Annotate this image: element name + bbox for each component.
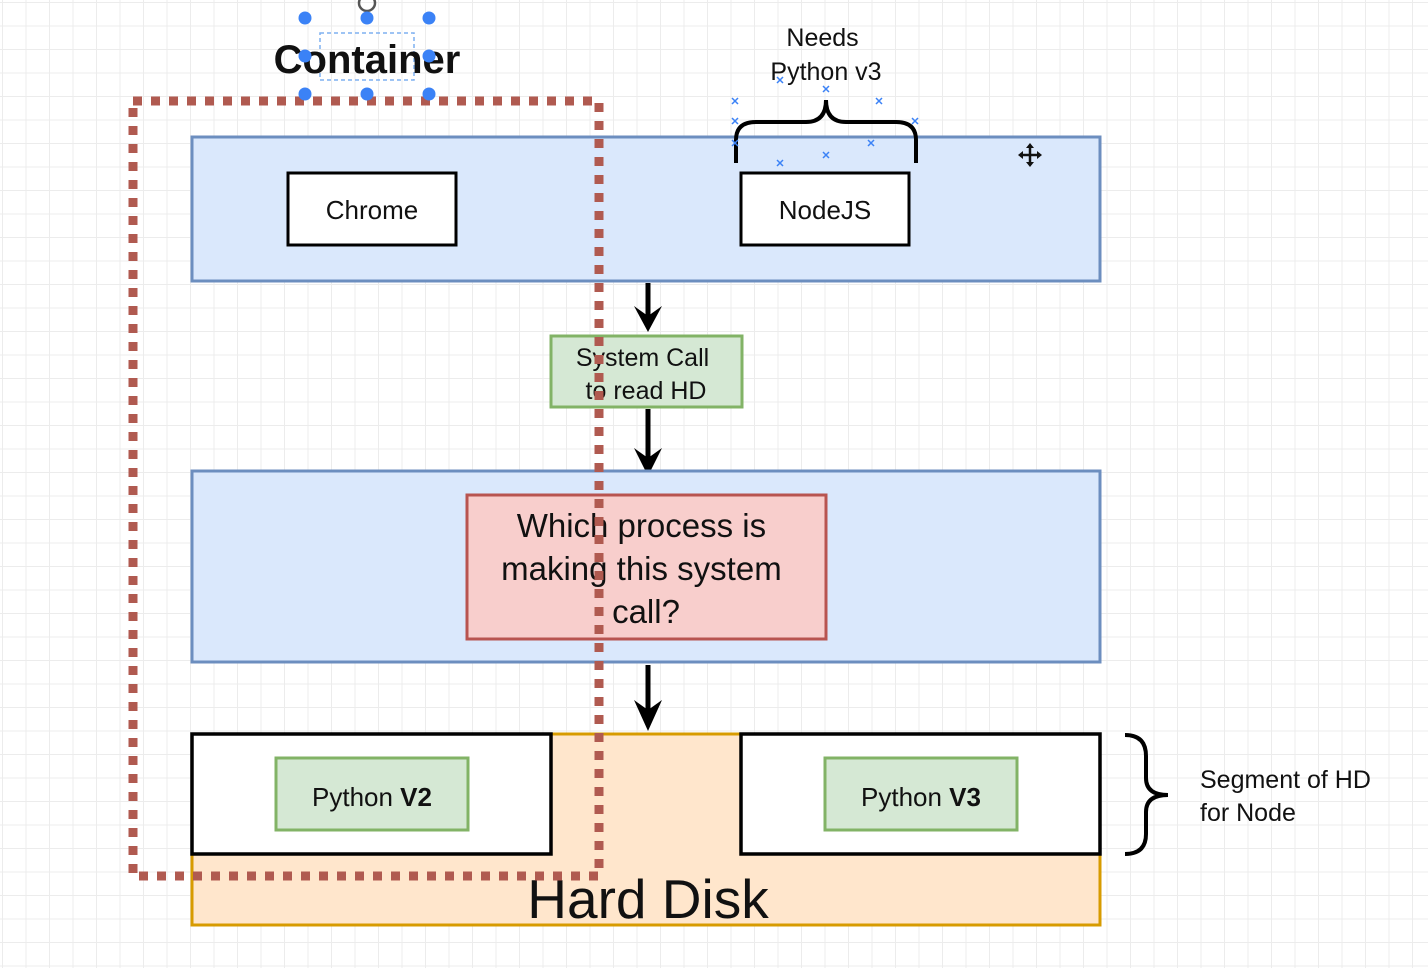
needs-python-brace[interactable] xyxy=(734,99,918,163)
arrow-to-kernel xyxy=(634,409,662,476)
process-chrome-label: Chrome xyxy=(326,195,418,225)
python-v2-label: Python V2 xyxy=(312,782,432,812)
arrow-to-syscall xyxy=(634,283,662,332)
process-chrome[interactable]: Chrome xyxy=(286,171,458,247)
move-cursor-icon xyxy=(1018,143,1042,167)
needs-label-line1: Needs xyxy=(786,24,858,52)
python-v3-label: Python V3 xyxy=(861,782,981,812)
segment-brace[interactable] xyxy=(1124,733,1169,856)
rotate-handle-icon[interactable] xyxy=(357,0,377,13)
container-label-selection[interactable]: Container xyxy=(274,0,461,101)
kernel-question-label: Which process is making this system call… xyxy=(501,507,791,630)
process-nodejs-label: NodeJS xyxy=(779,195,872,225)
container-boundary[interactable] xyxy=(128,96,604,881)
python-v3-box[interactable] xyxy=(823,756,1019,832)
hard-disk-label: Hard Disk xyxy=(527,868,769,930)
hd-segment-python-v3[interactable]: Python V3 xyxy=(739,732,1102,856)
system-call-box[interactable]: System Call to read HD xyxy=(549,334,744,409)
brace-edit-handles[interactable] xyxy=(731,76,919,167)
resize-handles[interactable] xyxy=(298,11,436,101)
arrow-to-hard-disk xyxy=(634,665,662,731)
needs-label-line2: Python v3 xyxy=(770,58,881,86)
kernel-question-box[interactable]: Which process is making this system call… xyxy=(465,493,828,641)
hd-segment-python-v2[interactable]: Python V2 xyxy=(190,732,553,856)
process-nodejs[interactable]: NodeJS xyxy=(739,171,911,247)
needs-python-label[interactable]: Needs Python v3 xyxy=(770,24,881,86)
segment-note[interactable]: Segment of HD for Node xyxy=(1200,766,1378,827)
python-v2-box[interactable] xyxy=(274,756,470,832)
